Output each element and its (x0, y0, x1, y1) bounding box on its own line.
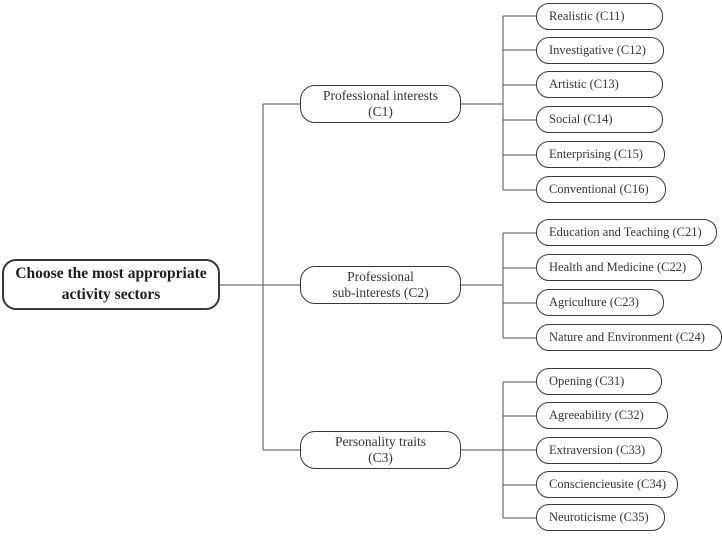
leaf-c11-label: Realistic (C11) (549, 9, 625, 23)
node-c1-label-line2: (C1) (368, 104, 393, 119)
leaf-c24: Nature and Environment (C24) (536, 324, 722, 351)
node-personality-traits-c3: Personality traits (C3) (300, 431, 461, 469)
leaf-c15-label: Enterprising (C15) (549, 147, 644, 161)
leaf-c34-label: Consciencieusite (C34) (549, 477, 666, 491)
leaf-c15: Enterprising (C15) (536, 141, 665, 168)
leaf-c13-label: Artistic (C13) (549, 77, 619, 91)
leaf-c14: Social (C14) (536, 106, 663, 133)
leaf-c21: Education and Teaching (C21) (536, 219, 717, 246)
leaf-c14-label: Social (C14) (549, 112, 613, 126)
node-c2-label-line1: Professional (347, 269, 414, 284)
leaf-c31-label: Opening (C31) (549, 374, 625, 388)
node-c1-label-line1: Professional interests (322, 88, 439, 103)
leaf-c16-label: Conventional (C16) (549, 182, 649, 196)
leaf-c35: Neuroticisme (C35) (536, 504, 665, 531)
leaf-c16: Conventional (C16) (536, 176, 666, 203)
leaf-c34: Consciencieusite (C34) (536, 471, 678, 498)
leaf-c12: Investigative (C12) (536, 37, 664, 64)
leaf-c35-label: Neuroticisme (C35) (549, 510, 649, 524)
node-professional-sub-interests-c2: Professional sub-interests (C2) (300, 266, 461, 304)
leaf-c33-label: Extraversion (C33) (549, 443, 646, 457)
leaf-c32: Agreeability (C32) (536, 402, 668, 429)
leaf-c22: Health and Medicine (C22) (536, 254, 702, 281)
root-node-label: Choose the most appropriate activity sec… (15, 265, 207, 303)
leaf-c33: Extraversion (C33) (536, 437, 662, 464)
leaf-c23: Agriculture (C23) (536, 289, 664, 316)
leaf-c32-label: Agreeability (C32) (549, 408, 644, 422)
leaf-c22-label: Health and Medicine (C22) (549, 260, 687, 274)
leaf-c13: Artistic (C13) (536, 71, 663, 98)
node-professional-interests-c1: Professional interests (C1) (300, 85, 461, 123)
leaf-c24-label: Nature and Environment (C24) (549, 330, 705, 344)
leaf-c21-label: Education and Teaching (C21) (549, 225, 702, 239)
node-c2-label-line2: sub-interests (C2) (332, 285, 429, 300)
node-c3-label-line1: Personality traits (334, 434, 427, 449)
leaf-c23-label: Agriculture (C23) (549, 295, 639, 309)
node-c3-label-line2: (C3) (368, 450, 393, 465)
leaf-c11: Realistic (C11) (536, 3, 663, 30)
root-node: Choose the most appropriate activity sec… (2, 259, 220, 310)
leaf-c12-label: Investigative (C12) (549, 43, 646, 57)
leaf-c31: Opening (C31) (536, 368, 662, 395)
